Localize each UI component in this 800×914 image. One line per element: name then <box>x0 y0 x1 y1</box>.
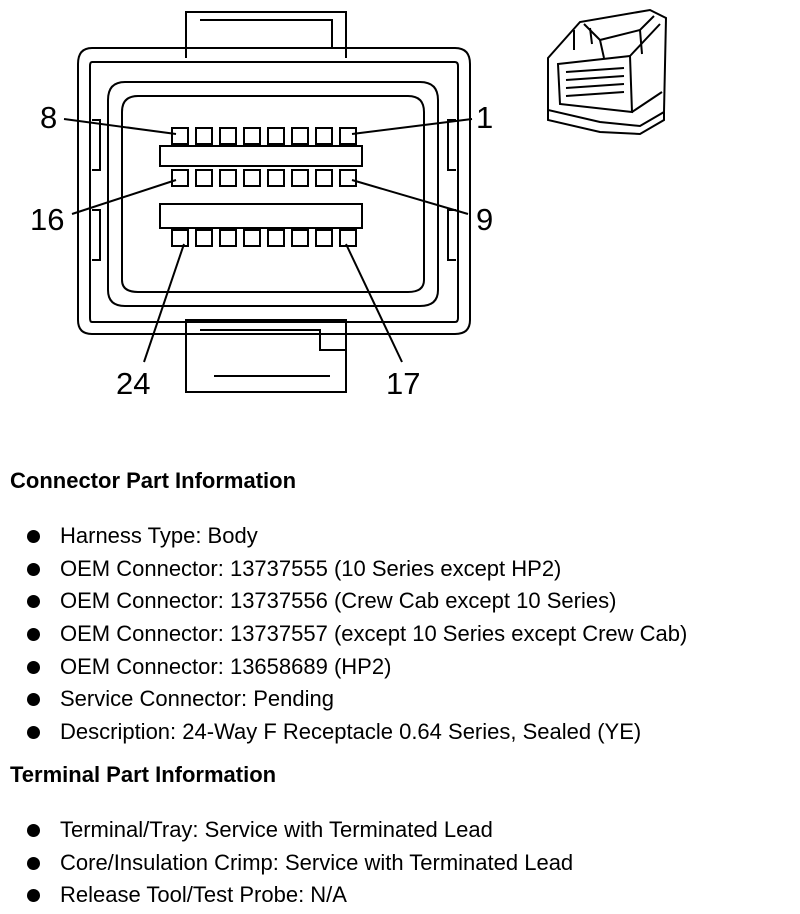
leader-lines <box>63 118 473 363</box>
list-item: Service Connector: Pending <box>0 685 687 718</box>
pin-label-9: 9 <box>476 202 493 237</box>
bullet-icon <box>27 726 40 740</box>
list-item: OEM Connector: 13658689 (HP2) <box>0 653 687 686</box>
pin-label-1: 1 <box>476 100 493 135</box>
terminal-part-info-heading: Terminal Part Information <box>10 762 277 787</box>
connector-part-info-heading: Connector Part Information <box>10 468 297 493</box>
bullet-icon <box>27 660 40 674</box>
list-item-text: OEM Connector: 13658689 (HP2) <box>60 653 392 679</box>
list-item: Core/Insulation Crimp: Service with Term… <box>0 849 573 882</box>
bullet-icon <box>27 693 40 707</box>
list-item: Release Tool/Test Probe: N/A <box>0 881 573 914</box>
list-item-text: Harness Type: Body <box>60 523 258 548</box>
bullet-icon <box>27 889 40 903</box>
bullet-icon <box>27 562 40 576</box>
list-item-text: OEM Connector: 13737555 (10 Series excep… <box>60 555 562 581</box>
connector-face <box>77 11 471 393</box>
list-item: Harness Type: Body <box>0 522 687 555</box>
pin-label-16: 16 <box>30 202 64 237</box>
list-item-text: Service Connector: Pending <box>60 686 334 712</box>
list-item-text: Release Tool/Test Probe: N/A <box>60 882 347 908</box>
pin-label-24: 24 <box>116 366 150 401</box>
connector-diagram: 8 1 16 9 24 17 <box>30 8 668 401</box>
pin-label-8: 8 <box>40 100 57 135</box>
pin-row-bottom <box>171 229 357 247</box>
bullet-icon <box>27 824 40 837</box>
list-item-text: Terminal/Tray: Service with Terminated L… <box>60 817 493 842</box>
connector-3d-view <box>547 8 668 136</box>
bullet-icon <box>27 628 40 642</box>
bullet-icon <box>27 530 40 543</box>
list-item-text: OEM Connector: 13737557 (except 10 Serie… <box>60 621 688 647</box>
list-item: OEM Connector: 13737557 (except 10 Serie… <box>0 620 687 653</box>
pin-label-17: 17 <box>386 366 420 401</box>
list-item-text: Description: 24-Way F Receptacle 0.64 Se… <box>60 719 642 745</box>
list-item: OEM Connector: 13737556 (Crew Cab except… <box>0 587 687 620</box>
list-item: Description: 24-Way F Receptacle 0.64 Se… <box>0 718 687 751</box>
list-item: Terminal/Tray: Service with Terminated L… <box>0 816 573 849</box>
pin-row-top <box>171 127 357 145</box>
terminal-part-info-list: Terminal/Tray: Service with Terminated L… <box>0 816 573 914</box>
list-item-text: Core/Insulation Crimp: Service with Term… <box>60 849 574 875</box>
list-item: OEM Connector: 13737555 (10 Series excep… <box>0 555 687 588</box>
list-item-text: OEM Connector: 13737556 (Crew Cab except… <box>60 588 617 614</box>
pin-row-middle <box>171 169 357 187</box>
bullet-icon <box>27 595 40 609</box>
bullet-icon <box>27 856 40 870</box>
connector-part-info-list: Harness Type: Body OEM Connector: 137375… <box>0 522 687 751</box>
